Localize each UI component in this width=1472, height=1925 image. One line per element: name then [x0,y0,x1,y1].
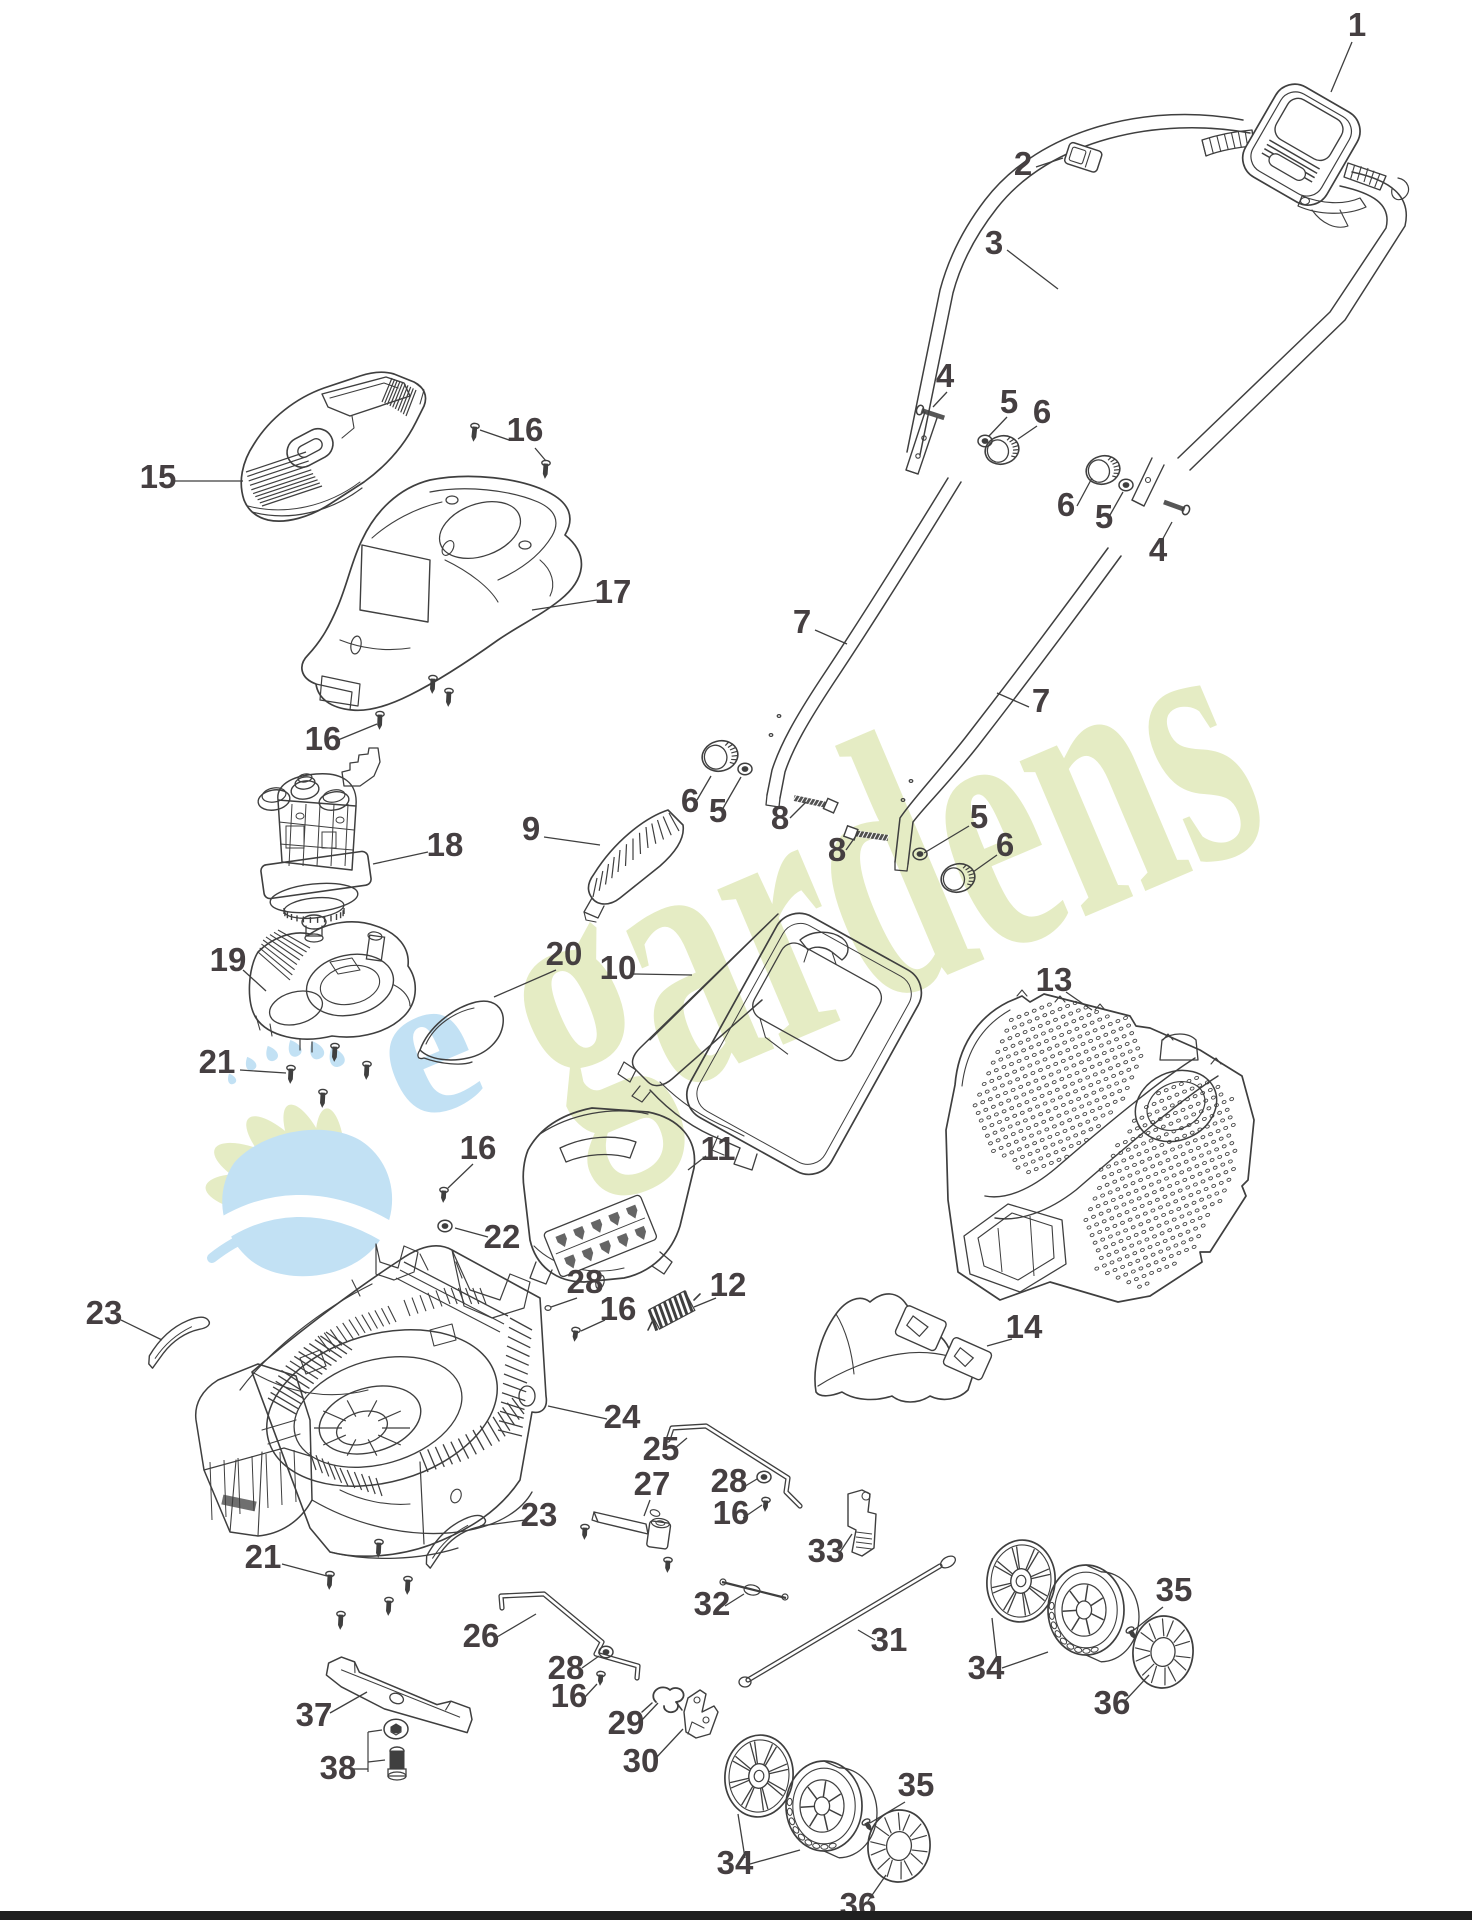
svg-text:4: 4 [1149,531,1168,568]
svg-text:6: 6 [996,826,1014,863]
svg-text:33: 33 [808,1532,845,1569]
svg-text:8: 8 [828,831,846,868]
svg-text:30: 30 [623,1742,660,1779]
svg-text:10: 10 [600,949,637,986]
svg-text:21: 21 [245,1538,282,1575]
svg-text:27: 27 [634,1465,671,1502]
svg-text:12: 12 [710,1266,747,1303]
svg-text:25: 25 [643,1430,680,1467]
svg-text:6: 6 [1057,486,1075,523]
svg-text:3: 3 [985,224,1003,261]
svg-text:7: 7 [1032,682,1050,719]
svg-text:20: 20 [546,935,583,972]
svg-text:16: 16 [507,411,544,448]
svg-text:22: 22 [484,1218,521,1255]
svg-text:16: 16 [305,720,342,757]
svg-text:23: 23 [86,1294,123,1331]
svg-text:31: 31 [871,1621,908,1658]
svg-text:15: 15 [140,458,177,495]
svg-text:36: 36 [1094,1684,1131,1721]
svg-text:18: 18 [427,826,464,863]
svg-text:23: 23 [521,1496,558,1533]
svg-text:38: 38 [320,1749,357,1786]
svg-text:21: 21 [199,1043,236,1080]
svg-text:1: 1 [1348,6,1366,43]
svg-text:4: 4 [936,357,955,394]
svg-text:16: 16 [460,1129,497,1166]
svg-text:35: 35 [898,1766,935,1803]
svg-text:7: 7 [793,603,811,640]
svg-text:32: 32 [694,1585,731,1622]
svg-text:34: 34 [968,1649,1005,1686]
svg-text:26: 26 [463,1617,500,1654]
svg-text:5: 5 [709,792,727,829]
svg-text:35: 35 [1156,1571,1193,1608]
svg-text:6: 6 [1033,393,1051,430]
svg-text:17: 17 [595,573,632,610]
svg-text:11: 11 [701,1130,736,1167]
svg-text:9: 9 [522,810,540,847]
svg-text:5: 5 [970,798,988,835]
svg-text:19: 19 [210,941,247,978]
svg-text:5: 5 [1095,498,1113,535]
svg-text:34: 34 [717,1844,754,1881]
svg-text:28: 28 [567,1263,604,1300]
svg-text:5: 5 [1000,383,1018,420]
svg-text:28: 28 [711,1462,748,1499]
svg-text:2: 2 [1014,145,1032,182]
svg-text:37: 37 [296,1696,333,1733]
svg-text:28: 28 [548,1649,585,1686]
svg-text:6: 6 [681,782,699,819]
svg-text:16: 16 [713,1494,750,1531]
svg-text:8: 8 [771,799,789,836]
svg-text:29: 29 [608,1704,645,1741]
svg-text:24: 24 [604,1398,641,1435]
svg-text:16: 16 [600,1290,637,1327]
svg-text:16: 16 [551,1677,588,1714]
